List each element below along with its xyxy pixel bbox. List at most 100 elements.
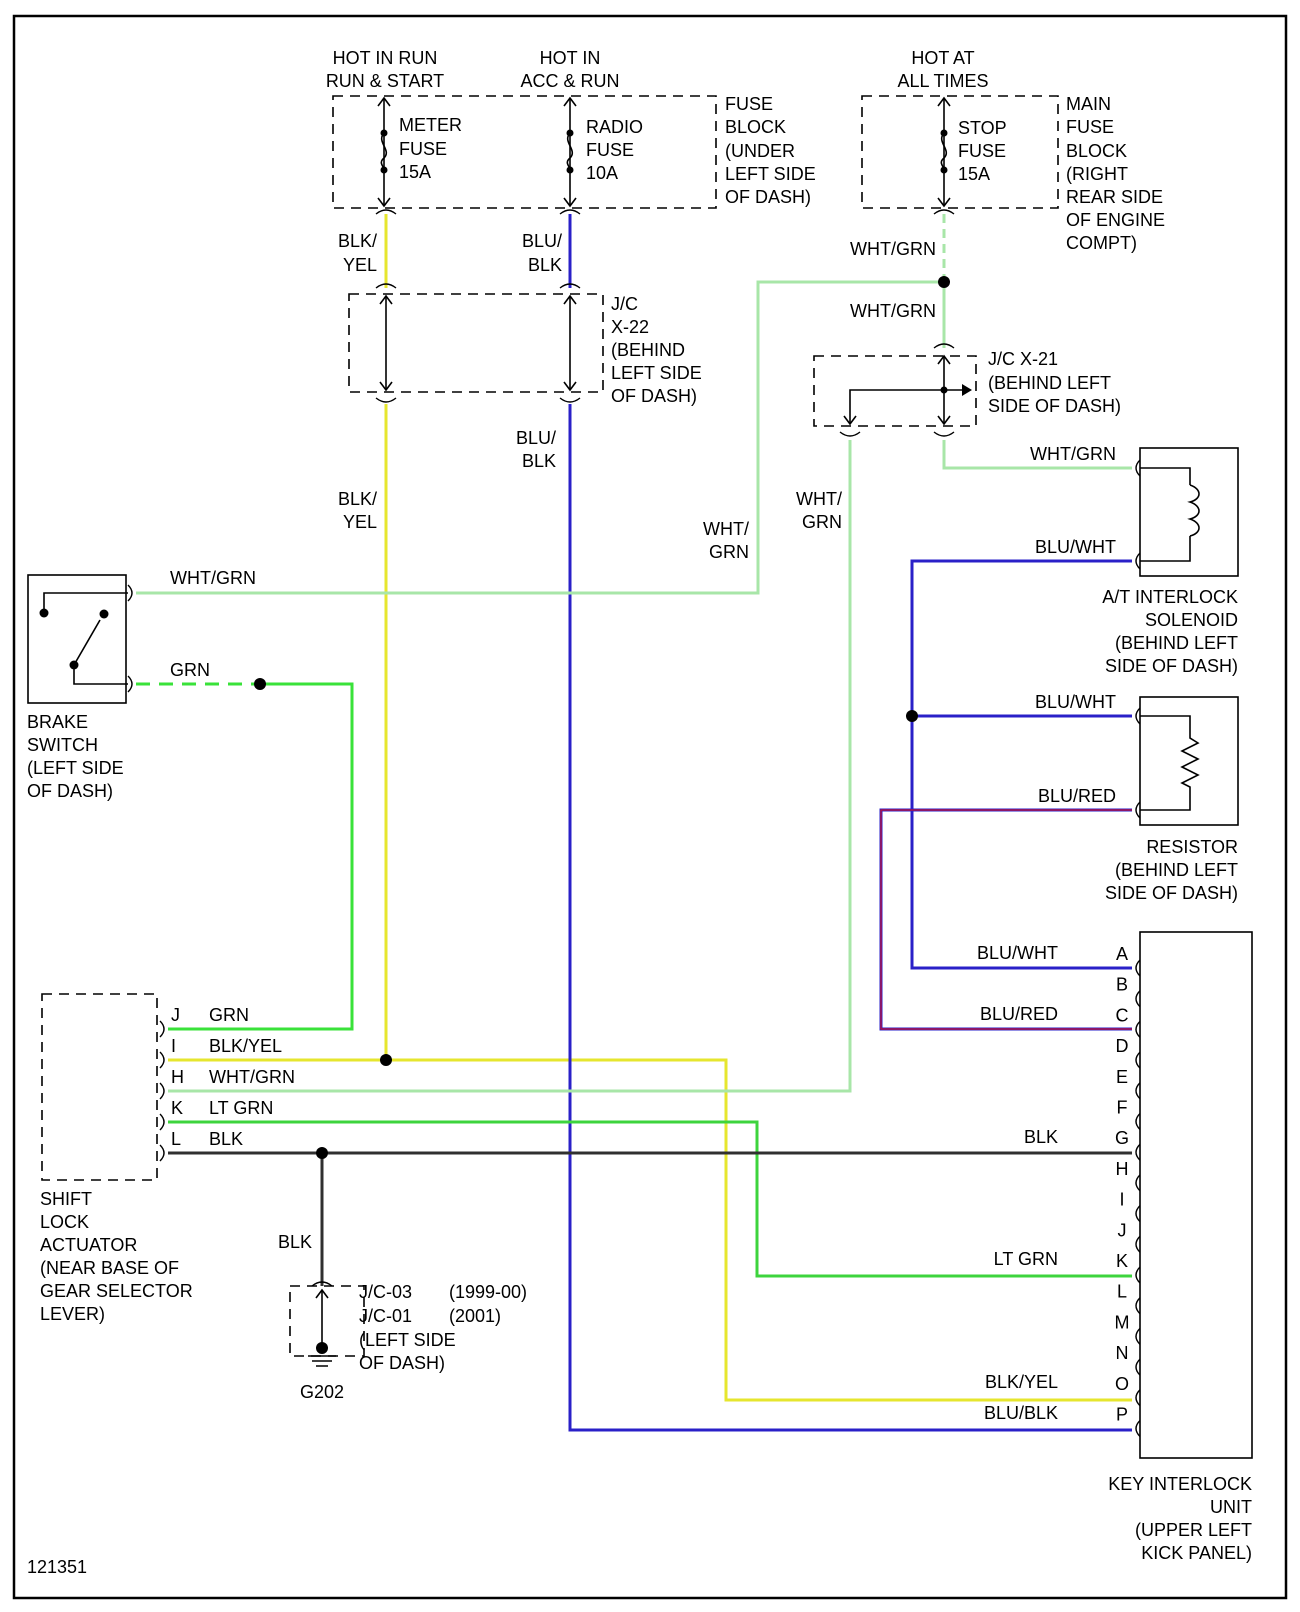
key-pin-cup [1135,1051,1141,1069]
shift-lock-1: SHIFT [40,1189,92,1209]
shift-lock-actuator [41,993,392,1181]
main-fuse-block-2: FUSE [1066,117,1114,137]
wire-label-blk-yel-top-2: YEL [343,255,377,275]
key-pin-cup [1135,1327,1141,1345]
radio-fuse-2: FUSE [586,140,634,160]
wire-label-key-a: BLU/WHT [977,943,1058,963]
wire-label-wht-grn-top: WHT/GRN [850,239,936,259]
wire-label-wht-grn-brake: WHT/GRN [170,568,256,588]
key-pin-cup [1135,1266,1141,1284]
key-pin-c: C [1116,1005,1129,1025]
key-pin-cup [1135,1113,1141,1130]
main-fuse-block [861,95,1059,288]
shift-pin-cup [159,1144,165,1162]
label-hot-all-times-1: HOT AT [911,48,974,68]
meter-fuse-2: FUSE [399,139,447,159]
main-fuse-block-3: BLOCK [1066,141,1127,161]
fuse-block-5: OF DASH) [725,187,811,207]
wires [136,214,1132,1432]
jc-ground-1: J/C-03 [359,1282,412,1302]
shift-wire-l: BLK [209,1129,243,1149]
brake-switch-1: BRAKE [27,712,88,732]
splice-blu-wht [906,710,918,722]
radio-fuse-1: RADIO [586,117,643,137]
diagram-id: 121351 [27,1557,87,1577]
wire-label-blu-blk-mid-2: BLK [522,451,556,471]
label-hot-all-times-2: ALL TIMES [897,71,988,91]
main-fuse-block-5: REAR SIDE [1066,187,1163,207]
brake-switch [27,574,266,704]
meter-fuse-3: 15A [399,162,431,182]
shift-pin-cup [159,1020,165,1038]
label-hot-acc-run-1: HOT IN [540,48,601,68]
wire-label-blk-yel-mid-1: BLK/ [338,489,377,509]
jc-x21-1: J/C X-21 [988,349,1058,369]
resistor-1: RESISTOR [1146,837,1238,857]
shift-pin-i: I [171,1036,176,1056]
brake-switch-4: OF DASH) [27,781,113,801]
brake-switch-2: SWITCH [27,735,98,755]
shift-wire-h: WHT/GRN [209,1067,295,1087]
at-interlock-solenoid [906,447,1239,722]
wire-grn-brake-shift [168,682,354,1031]
label-hot-run-start-2: RUN & START [326,71,444,91]
wire-blu-red-stripe [880,809,1132,1030]
wire-label-wht-grn-v2-1: WHT/ [796,489,842,509]
wire-blk-yel-shift-i [168,1058,1132,1402]
shift-wire-i: BLK/YEL [209,1036,282,1056]
key-pin-o: O [1115,1374,1129,1394]
stop-fuse-1: STOP [958,118,1007,138]
jc-x22 [348,283,604,403]
key-pin-cup [1135,1205,1141,1223]
shift-pin-k: K [171,1098,183,1118]
wire-label-blk-yel-top-1: BLK/ [338,231,377,251]
jc-ground-4: OF DASH) [359,1353,445,1373]
wire-label-key-p: BLU/BLK [984,1403,1058,1423]
shift-lock-4: (NEAR BASE OF [40,1258,179,1278]
wire-label-blu-blk-top-2: BLK [528,255,562,275]
jc-x22-3: (BEHIND [611,340,685,360]
jc-x22-4: LEFT SIDE [611,363,702,383]
shift-wire-k: LT GRN [209,1098,273,1118]
jc-x21-3: SIDE OF DASH) [988,396,1121,416]
meter-fuse-1: METER [399,115,462,135]
wire-label-blu-red-resistor: BLU/RED [1038,786,1116,806]
wire-label-key-c: BLU/RED [980,1004,1058,1024]
main-fuse-block-4: (RIGHT [1066,164,1128,184]
jc-ground-year-1: (1999-00) [449,1282,527,1302]
key-pin-cup [1135,1082,1141,1100]
key-pin-cup [1135,1358,1141,1376]
jc-x21 [813,343,977,437]
wire-label-wht-grn-v2-2: GRN [802,512,842,532]
wire-label-key-o: BLK/YEL [985,1372,1058,1392]
label-hot-run-start-1: HOT IN RUN [333,48,438,68]
wire-label-key-k: LT GRN [994,1249,1058,1269]
shift-pin-h: H [171,1067,184,1087]
fuse-block-4: LEFT SIDE [725,164,816,184]
jc-x22-1: J/C [611,294,638,314]
stop-fuse-2: FUSE [958,141,1006,161]
key-pin-h: H [1116,1159,1129,1179]
resistor-3: SIDE OF DASH) [1105,883,1238,903]
brake-switch-3: (LEFT SIDE [27,758,124,778]
key-pin-g: G [1115,1128,1129,1148]
radio-fuse-3: 10A [586,163,618,183]
key-pin-m: M [1115,1312,1130,1332]
splice-blk [316,1147,328,1159]
solenoid-2: SOLENOID [1145,610,1238,630]
key-interlock-3: (UPPER LEFT [1135,1520,1252,1540]
fuse-block [332,95,717,215]
solenoid-4: SIDE OF DASH) [1105,656,1238,676]
fuse-block-1: FUSE [725,94,773,114]
key-pin-j: J [1118,1220,1127,1240]
splice-blk-yel [380,1054,392,1066]
key-pin-cup [1135,959,1141,977]
stop-fuse-3: 15A [958,164,990,184]
main-fuse-block-1: MAIN [1066,94,1111,114]
key-pin-cup [1135,990,1141,1008]
wire-blu-red [879,808,1132,1031]
wire-label-wht-grn-v1-1: WHT/ [703,519,749,539]
labels: HOT IN RUN RUN & START HOT IN ACC & RUN … [27,48,1252,1577]
key-pin-cup [1135,1020,1141,1038]
fuse-block-3: (UNDER [725,141,795,161]
